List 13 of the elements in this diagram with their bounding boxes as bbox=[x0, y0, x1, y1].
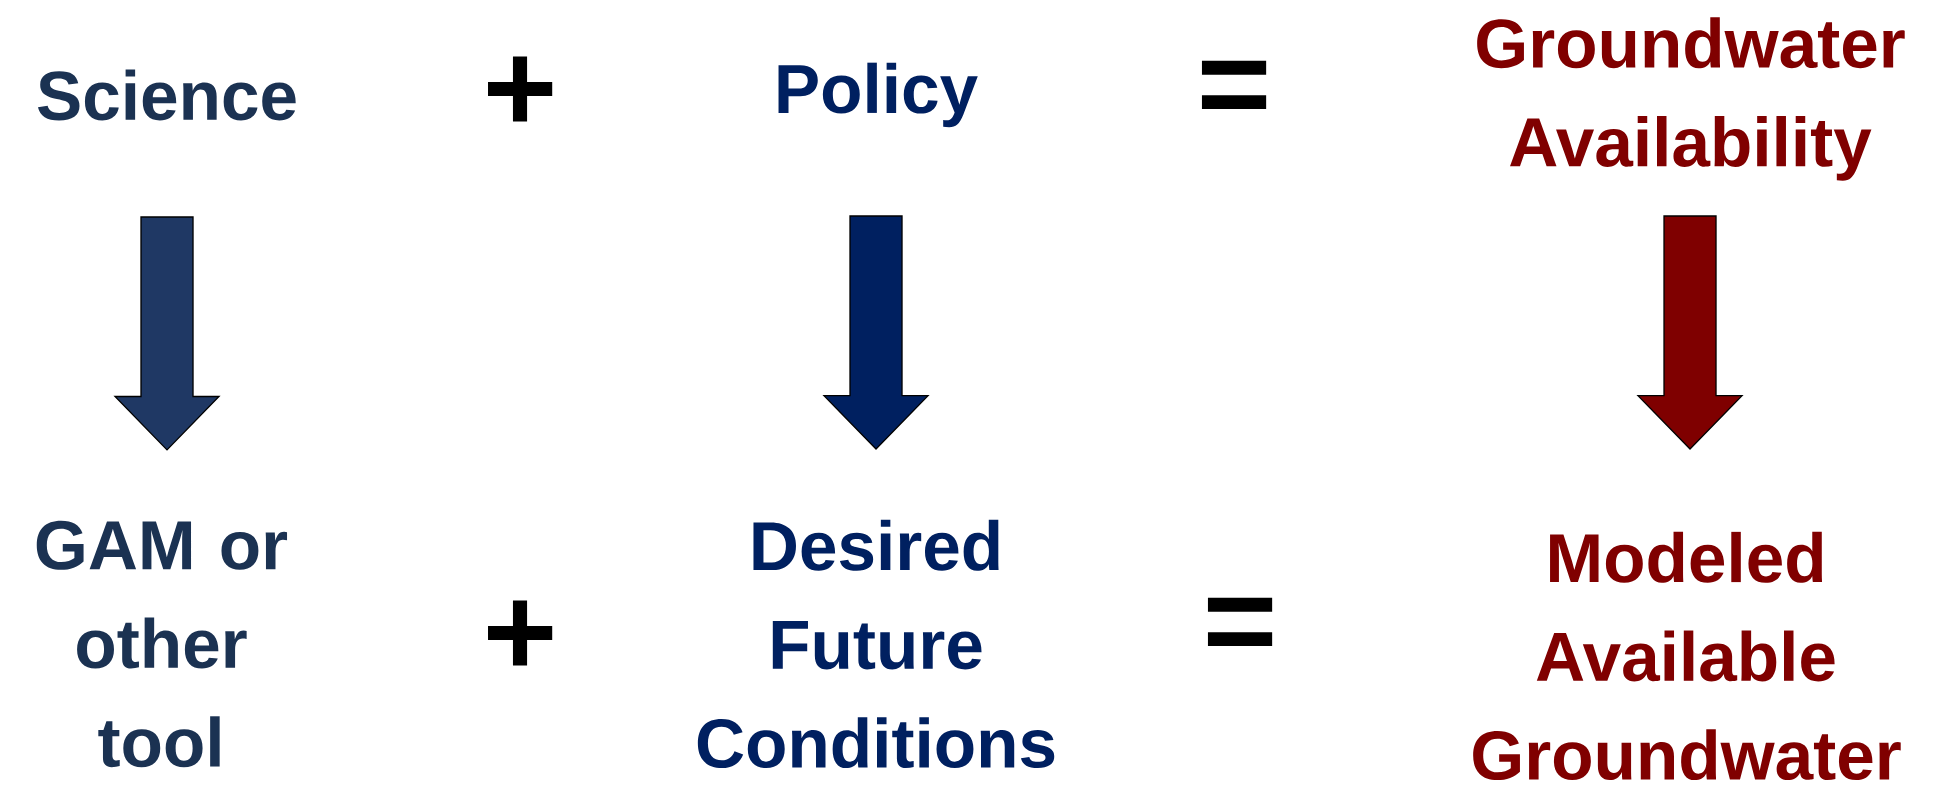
block-arrow bbox=[1636, 215, 1744, 450]
node-text: Modeled Available Groundwater bbox=[1473, 531, 1901, 781]
node-text: Policy bbox=[778, 62, 978, 128]
node-text: Groundwater Availability bbox=[1477, 17, 1905, 181]
operator-sign: = bbox=[1207, 597, 1273, 647]
operator-sign: + bbox=[488, 600, 553, 666]
node-text: Desired Future Conditions bbox=[697, 519, 1055, 769]
operator-sign: + bbox=[488, 56, 553, 122]
node-text: GAM or other tool bbox=[36, 520, 288, 768]
operator-sign: = bbox=[1201, 60, 1267, 110]
node-text: Science bbox=[37, 69, 296, 121]
block-arrow bbox=[822, 215, 930, 450]
block-arrow bbox=[113, 216, 221, 451]
